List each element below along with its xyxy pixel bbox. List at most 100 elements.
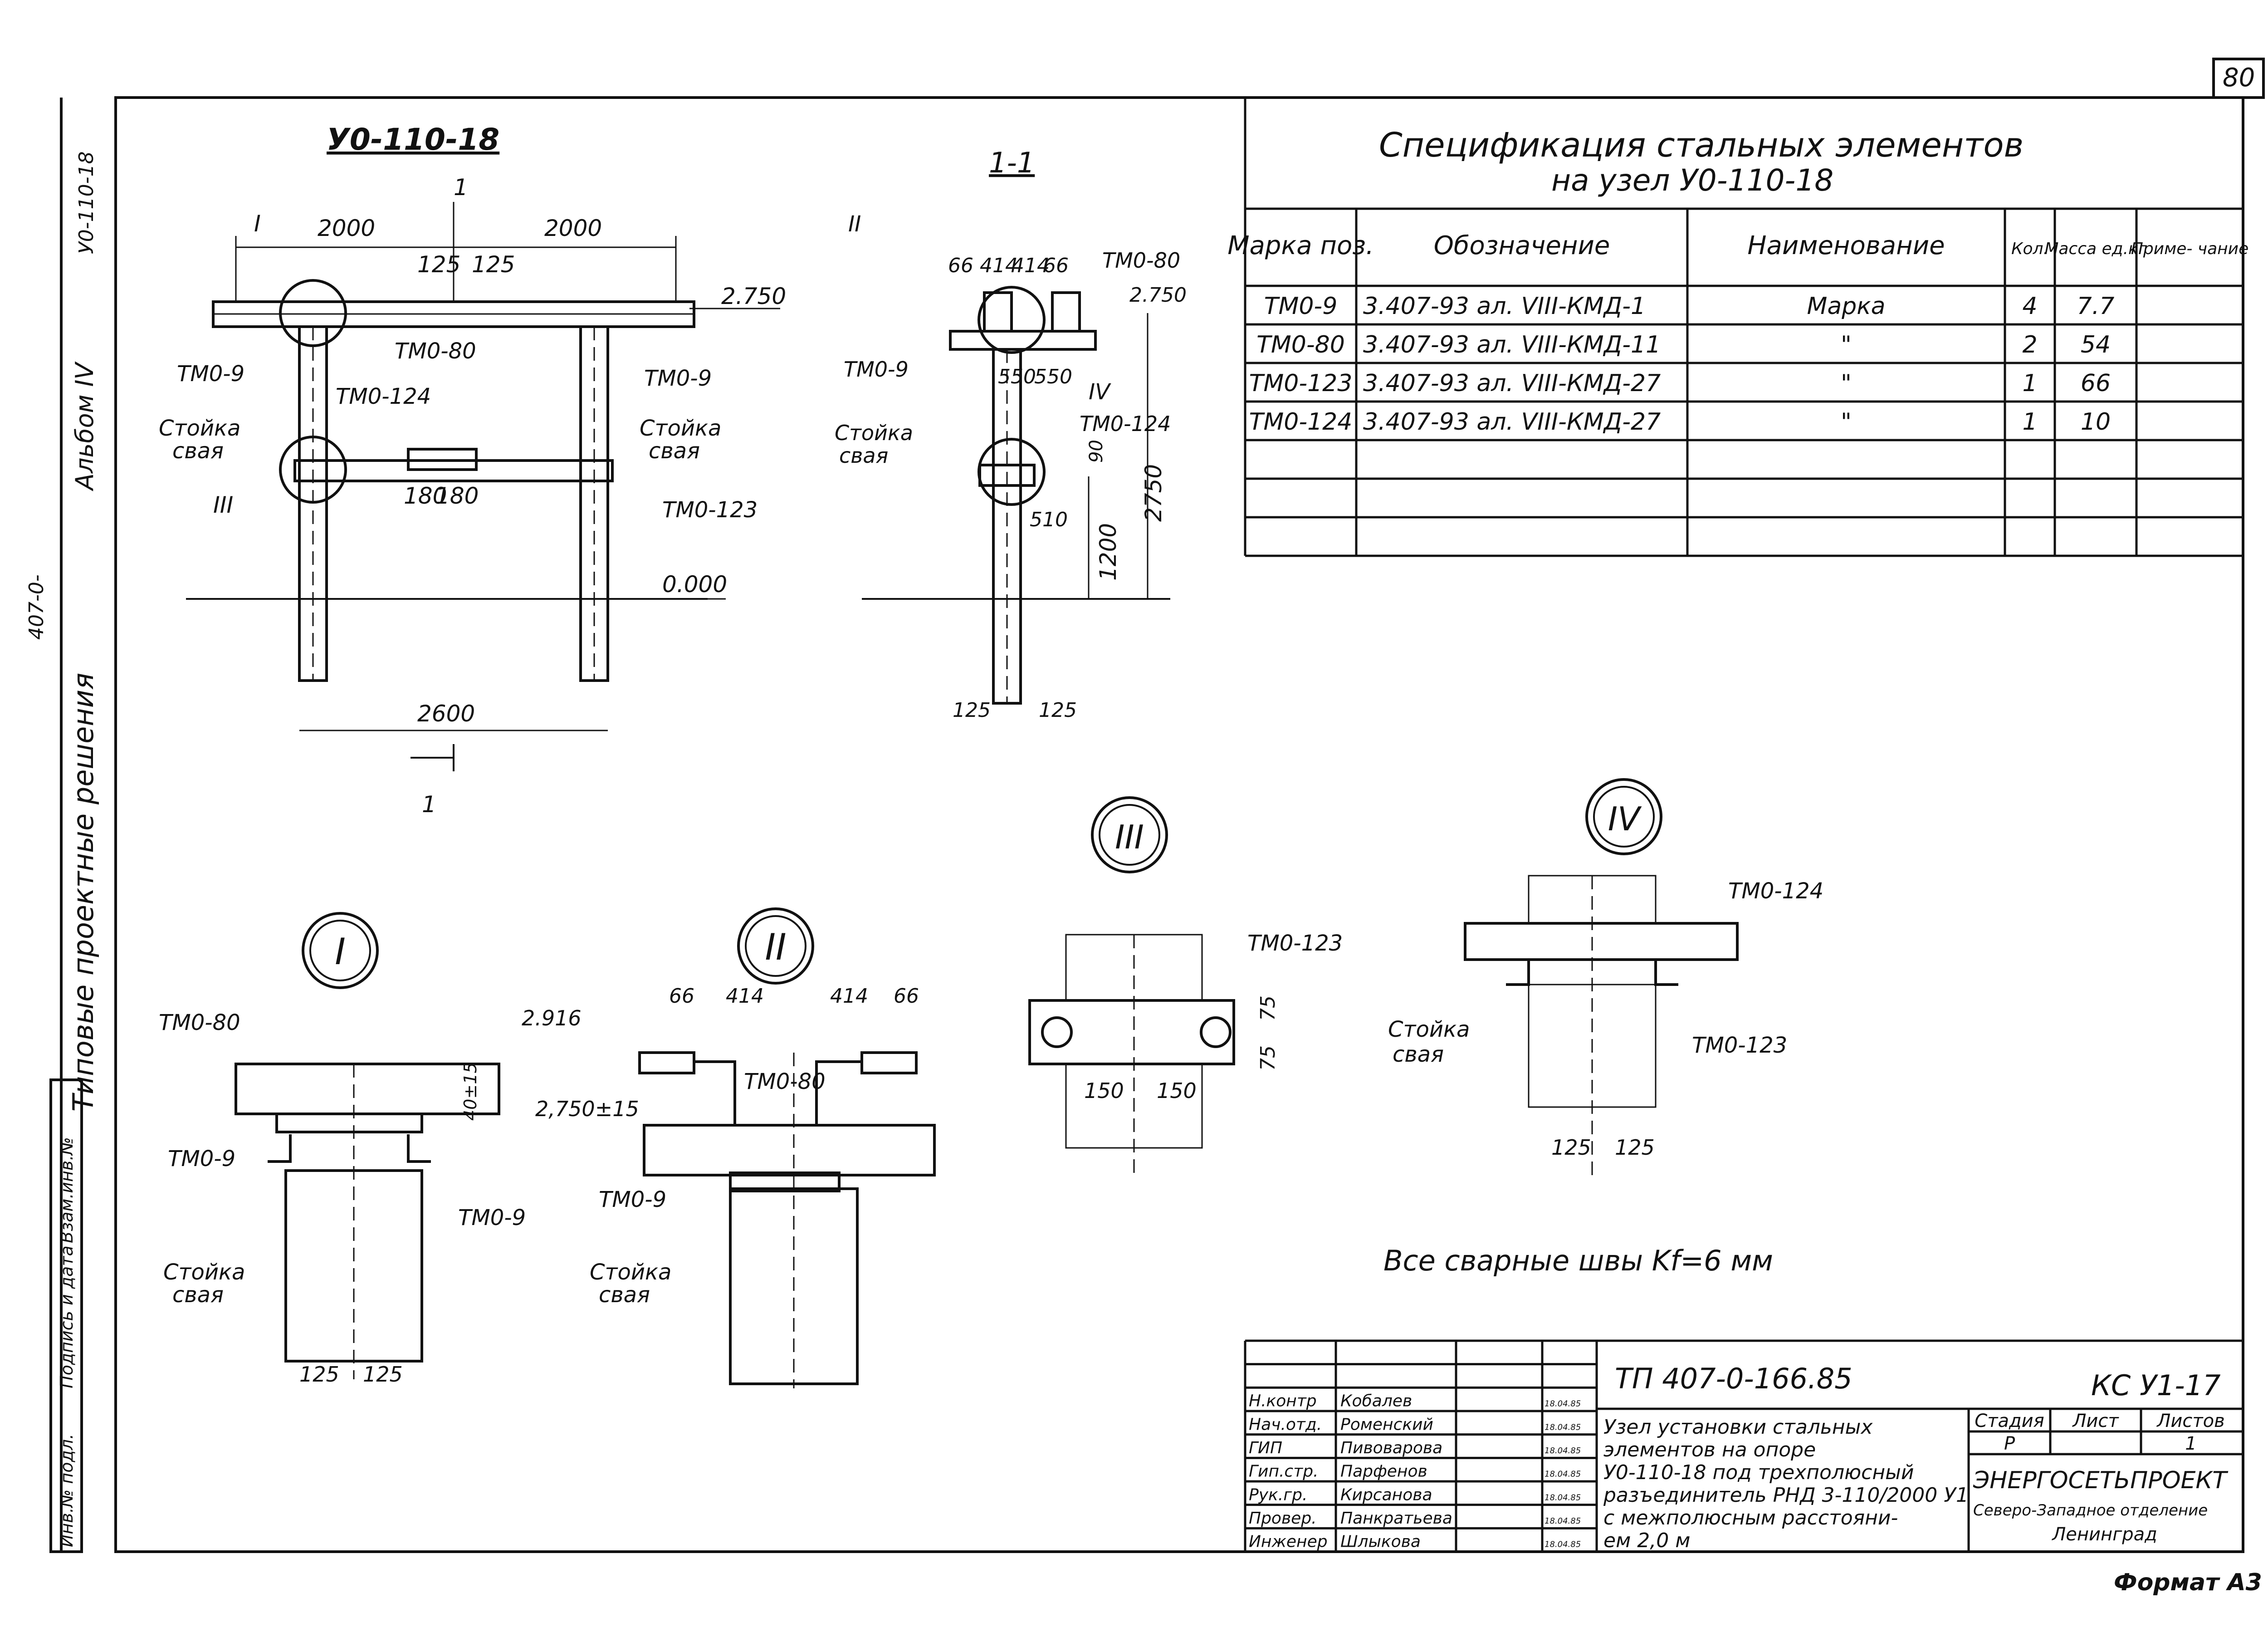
section-label-4: ТМ0-124 — [1080, 412, 1171, 436]
spec-cell: " — [1841, 331, 1852, 358]
detail-II-label-2: Стойка — [590, 1260, 671, 1285]
section-dim-3: 66 — [1043, 254, 1069, 277]
section-dim-7: 90 — [1086, 440, 1107, 463]
tb-stage-header: Листов — [2156, 1411, 2224, 1431]
side-stamp — [49, 1078, 83, 1553]
detail-II-label-0: ТМ0-80 — [744, 1069, 826, 1094]
tb-description-line: Узел установки стальных — [1603, 1416, 1873, 1439]
detail-I-dim-2: 40±15 — [460, 1062, 480, 1121]
signer-role: Рук.гр. — [1249, 1485, 1307, 1504]
section-dim-1: 414 — [980, 254, 1018, 277]
spec-table: Спецификация стальных элементов на узел … — [1227, 98, 2248, 557]
section-dim-2: 414 — [1012, 254, 1050, 277]
signer-date: 18.04.85 — [1545, 1493, 1581, 1502]
main-mark-3: III — [213, 492, 233, 518]
main-dim-5: 0.000 — [662, 571, 727, 598]
spec-cell: 4 — [2022, 293, 2037, 320]
signer-name: Парфенов — [1340, 1462, 1427, 1481]
detail-III-mark: III — [1115, 818, 1144, 856]
section-dim-11: 125 — [953, 699, 991, 722]
section-dim-9: 1200 — [1095, 523, 1121, 581]
signer-name: Шлыкова — [1340, 1533, 1421, 1551]
spec-header-cell: Кол. — [2011, 240, 2048, 258]
side-stamp-cell: Подпись и дата — [57, 1245, 77, 1388]
main-view-title: У0-110-18 — [327, 122, 499, 157]
signer-date: 18.04.85 — [1545, 1446, 1581, 1456]
detail-I-label-0: ТМ0-80 — [159, 1010, 240, 1035]
section-label-2: Стойка — [835, 421, 913, 445]
detail-III-dim-1: 75 — [1256, 1045, 1280, 1071]
doc-code: ТП 407-0-166.85 — [1615, 1362, 1853, 1395]
main-label-8: ТМ0-123 — [662, 497, 758, 523]
section-label-0: ТМ0-80 — [1102, 248, 1180, 273]
spec-cell: 66 — [2081, 370, 2111, 397]
detail-IV-label-0: ТМ0-124 — [1728, 878, 1823, 904]
spec-cell: " — [1841, 370, 1852, 397]
detail-II-label-3: свая — [599, 1282, 650, 1308]
spec-header-cell: Обозначение — [1434, 231, 1610, 260]
signer-role: Н.контр — [1249, 1392, 1317, 1411]
detail-IV-label-1: Стойка — [1388, 1017, 1470, 1042]
spec-cell: 54 — [2081, 331, 2111, 358]
detail-I-label-3: Стойка — [163, 1260, 245, 1285]
section-dim-5: 550 — [998, 365, 1036, 388]
detail-III-dim-3: 150 — [1157, 1078, 1197, 1103]
section-label-3: свая — [839, 443, 888, 468]
signer-name: Кирсанова — [1340, 1485, 1432, 1504]
detail-IV-label-2: свая — [1393, 1042, 1444, 1067]
main-dim-8: 2600 — [417, 701, 475, 727]
spec-cell: 1 — [2022, 408, 2037, 436]
main-dim-7: 180 — [435, 483, 479, 509]
tb-description-line: с межполюсным расстояни- — [1603, 1506, 1898, 1529]
signer-name: Панкратьева — [1340, 1509, 1452, 1528]
main-dim-3: 125 — [472, 251, 515, 278]
section-dim-4: 2.750 — [1129, 284, 1187, 307]
signer-date: 18.04.85 — [1545, 1422, 1581, 1432]
detail-II-dim-0: 66 — [669, 985, 694, 1008]
detail-II-dim-1: 414 — [726, 985, 764, 1008]
tb-org-branch: Северо-Западное отделение — [1973, 1501, 2208, 1519]
spec-header-cell: Масса ед.кг — [2044, 240, 2147, 258]
signer-role: Гип.стр. — [1249, 1462, 1319, 1481]
side-top: У0-110-18 — [75, 151, 98, 254]
detail-I-dim-0: 2.916 — [522, 1006, 582, 1030]
main-label-3: ТМ0-124 — [336, 384, 431, 409]
section-view-title: 1-1 — [989, 146, 1035, 179]
main-mark-1: 1 — [454, 174, 468, 201]
detail-III-dim-2: 150 — [1084, 1078, 1124, 1103]
sheet-frame — [114, 96, 2244, 1553]
spec-cell: 7.7 — [2077, 293, 2115, 320]
spec-cell: 3.407-93 ал. VIII-КМД-11 — [1363, 331, 1661, 358]
main-label-7: свая — [649, 438, 700, 464]
signer-role: Нач.отд. — [1249, 1415, 1322, 1434]
section-mark-0: II — [848, 211, 861, 237]
section-label-1: ТМ0-9 — [844, 357, 909, 382]
detail-II-dim-2: 414 — [830, 985, 868, 1008]
main-mark-0: I — [254, 211, 261, 237]
detail-I-label-1: ТМ0-9 — [168, 1146, 235, 1171]
spec-cell: ТМ0-124 — [1249, 408, 1353, 436]
spec-cell: 1 — [2022, 370, 2037, 397]
weld-note: Все сварные швы Kf=6 мм — [1383, 1244, 1773, 1277]
main-label-1: ТМ0-80 — [395, 338, 476, 364]
detail-I-dim-3: 125 — [299, 1362, 339, 1387]
signer-name: Кобалев — [1340, 1392, 1412, 1411]
spec-title-1: Спецификация стальных элементов — [1379, 126, 2024, 165]
spec-cell: 10 — [2081, 408, 2111, 436]
tb-stage-header: Лист — [2072, 1411, 2119, 1431]
spec-cell: 3.407-93 ал. VIII-КМД-27 — [1363, 370, 1661, 397]
spec-header-cell: Наименование — [1747, 231, 1945, 260]
section-dim-6: 550 — [1034, 365, 1072, 388]
main-label-5: свая — [172, 438, 224, 464]
detail-IV-mark: IV — [1608, 800, 1642, 838]
detail-II-label-1: ТМ0-9 — [599, 1187, 666, 1212]
signer-role: Провер. — [1249, 1509, 1317, 1528]
tb-description-line: У0-110-18 под трехполюсный — [1603, 1461, 1914, 1484]
main-dim-2: 125 — [417, 251, 460, 278]
detail-I-label-4: свая — [172, 1282, 224, 1308]
